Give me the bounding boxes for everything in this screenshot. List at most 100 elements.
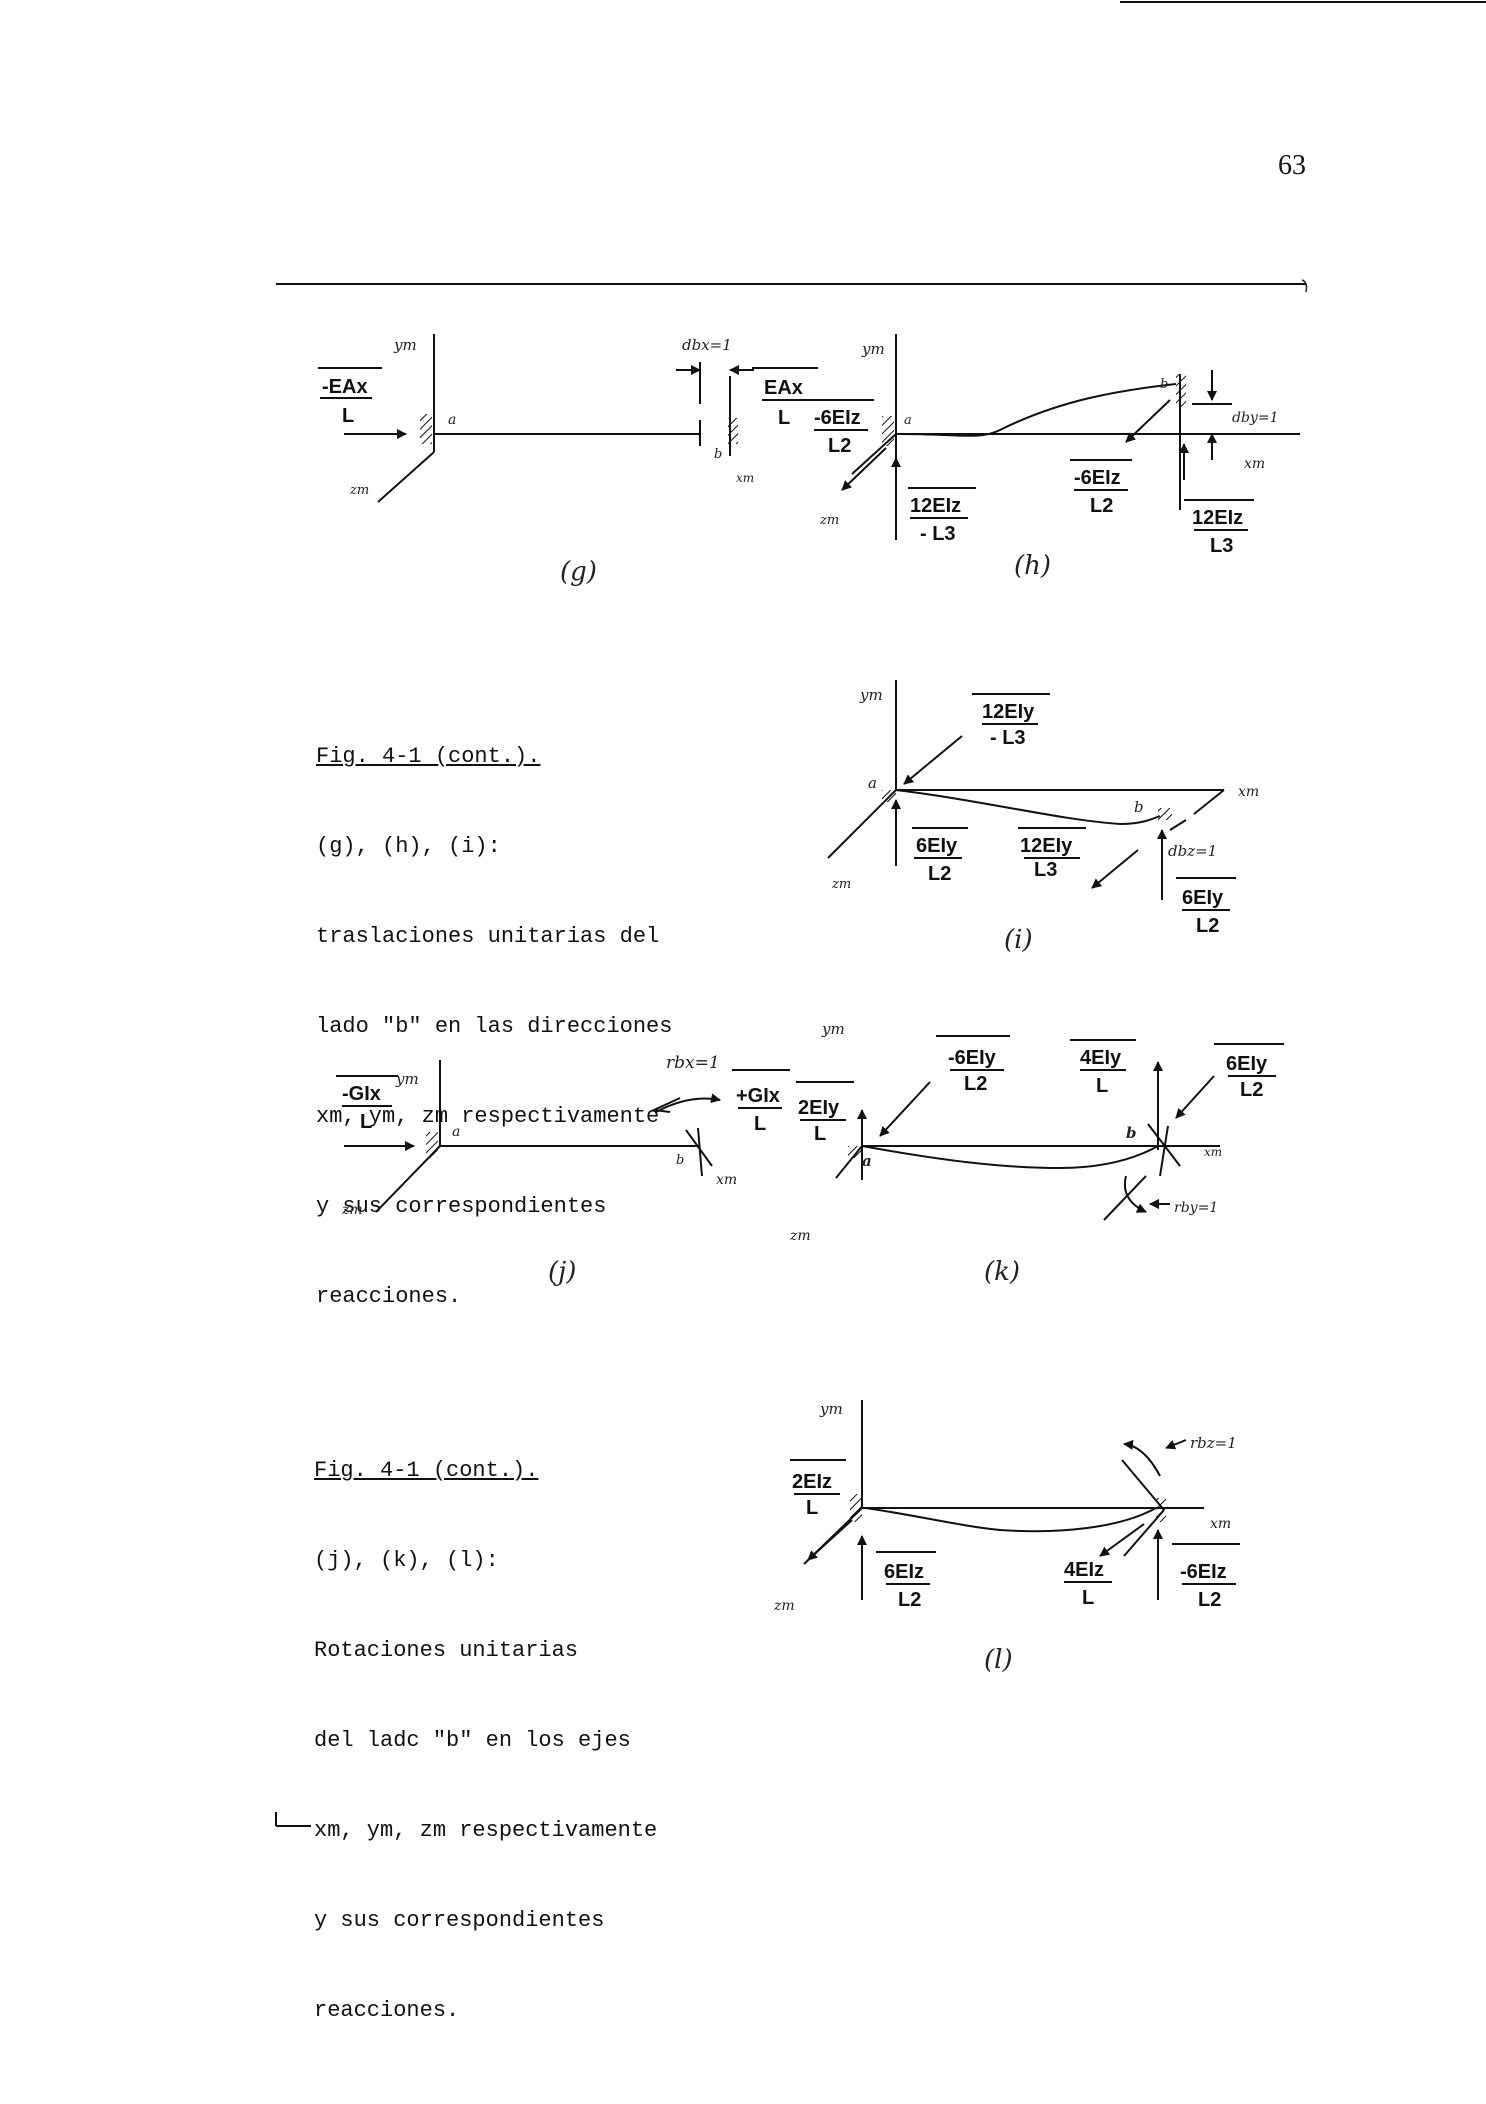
displacement-label: dbx=1	[682, 336, 732, 354]
support-hatch	[848, 1146, 862, 1158]
svg-text:L2: L2	[898, 1589, 921, 1611]
svg-text:L: L	[1096, 1075, 1108, 1097]
y-axis-label: ym	[821, 1020, 845, 1038]
svg-text:L2: L2	[828, 435, 851, 457]
svg-text:L2: L2	[928, 863, 951, 885]
figure-l: ym zm xm rbz=1 2EIz L 6EIz L2 4EIz L	[773, 1400, 1240, 1675]
svg-text:12EIz: 12EIz	[910, 495, 961, 517]
y-axis-label: ym	[861, 340, 885, 358]
term-eax: EAx L	[752, 367, 818, 429]
x-axis-label: xm	[736, 471, 754, 485]
y-axis-label: ym	[819, 1400, 843, 1418]
term-4eiz: 4EIz L	[1064, 1559, 1112, 1609]
support-hatch	[882, 790, 896, 802]
figure-label-j: (j)	[548, 1257, 576, 1287]
svg-text:4EIy: 4EIy	[1080, 1047, 1122, 1069]
end-b-label: b	[1160, 377, 1168, 392]
caption-ghi: Fig. 4-1 (cont.). (g), (h), (i): traslac…	[316, 682, 672, 1372]
caption-line: y sus correspondientes	[316, 1194, 607, 1219]
svg-text:6EIz: 6EIz	[884, 1561, 924, 1583]
svg-text:L2: L2	[1240, 1079, 1263, 1101]
svg-text:2EIz: 2EIz	[792, 1471, 832, 1493]
svg-text:6EIy: 6EIy	[1226, 1053, 1268, 1075]
figure-label-i: (i)	[1004, 925, 1033, 955]
shear-arrow-a	[879, 1081, 931, 1137]
caption-line: (j), (k), (l):	[314, 1548, 499, 1573]
displacement-label: dbz=1	[1168, 842, 1217, 860]
end-a-label: a	[448, 412, 456, 428]
end-b-label: b	[1134, 798, 1144, 816]
moment-arrow-b	[1125, 399, 1171, 443]
rotation-arrow	[1123, 1439, 1161, 1477]
svg-text:12EIy: 12EIy	[1020, 835, 1073, 857]
caption-line: reacciones.	[314, 1998, 460, 2023]
caption-line: traslaciones unitarias del	[316, 924, 660, 949]
deflected-beam	[895, 789, 1161, 826]
svg-text:12EIy: 12EIy	[982, 701, 1035, 723]
svg-text:L: L	[778, 407, 790, 429]
svg-text:-6EIy: -6EIy	[948, 1047, 997, 1069]
svg-text:L3: L3	[1034, 859, 1057, 881]
end-b-label: b	[676, 1153, 684, 1168]
end-hatch	[728, 418, 738, 444]
rotation-label: rby=1	[1174, 1200, 1218, 1216]
moment-arrow-a	[807, 1519, 853, 1561]
svg-text:-6EIz: -6EIz	[1180, 1561, 1227, 1583]
shear-arrow-b	[1175, 1075, 1215, 1119]
end-a-label: a	[452, 1124, 460, 1140]
rotation-label: rbz=1	[1190, 1434, 1237, 1452]
x-axis-label: xm	[1204, 1145, 1222, 1159]
caption-jkl: Fig. 4-1 (cont.). (j), (k), (l): Rotacio…	[314, 1396, 657, 2086]
term-6eiz: 6EIz L2	[876, 1551, 936, 1611]
deflected-beam	[865, 1507, 1157, 1533]
term-neg-gix: -GIx L	[336, 1075, 398, 1133]
z-axis-label: zm	[349, 483, 369, 498]
end-b-label: b	[1126, 1124, 1137, 1142]
page-number: 63	[1278, 150, 1306, 181]
x-axis-label: xm	[716, 1172, 737, 1188]
caption-line: lado "b" en las direcciones	[316, 1014, 673, 1039]
moment-arrow-b	[1091, 849, 1139, 889]
caption-line: y sus correspondientes	[314, 1908, 605, 1933]
y-axis-label: ym	[859, 686, 883, 704]
term-neg-6eiz-a: -6EIz L2	[812, 399, 874, 457]
moment-arrow-b	[1099, 1523, 1145, 1557]
x-axis-label: xm	[1238, 784, 1259, 800]
figure-label-l: (l)	[984, 1645, 1013, 1675]
end-b-label: b	[714, 447, 722, 462]
deflected-beam	[899, 383, 1177, 437]
z-axis-label: zm	[341, 1202, 363, 1218]
z-axis-label: zm	[819, 513, 839, 528]
caption-line: Rotaciones unitarias	[314, 1638, 579, 1663]
svg-text:L: L	[806, 1497, 818, 1519]
support-hatch	[426, 1132, 438, 1158]
svg-text:L3: L3	[1210, 535, 1233, 557]
svg-text:6EIy: 6EIy	[916, 835, 958, 857]
z-axis-label: zm	[789, 1228, 811, 1244]
svg-text:-6EIz: -6EIz	[814, 407, 861, 429]
term-gix: +GIx L	[732, 1069, 790, 1135]
svg-text:EAx: EAx	[764, 377, 803, 399]
term-12eiy-a: 12EIy - L3	[972, 693, 1050, 749]
rotation-arrow	[1124, 1175, 1147, 1213]
svg-text:L2: L2	[964, 1073, 987, 1095]
svg-text:-EAx: -EAx	[322, 376, 368, 398]
svg-text:-6EIz: -6EIz	[1074, 467, 1121, 489]
figure-label-g: (g)	[560, 557, 597, 587]
svg-text:-GIx: -GIx	[342, 1083, 381, 1105]
caption-line: reacciones.	[316, 1284, 462, 1309]
svg-text:+GIx: +GIx	[736, 1085, 780, 1107]
svg-text:L: L	[360, 1111, 372, 1133]
figure-label-h: (h)	[1014, 551, 1051, 581]
svg-text:L: L	[814, 1123, 826, 1145]
y-axis-label: ym	[393, 336, 417, 354]
term-4eiy: 4EIy L	[1070, 1039, 1136, 1097]
term-6eiy-k: 6EIy L2	[1214, 1043, 1284, 1101]
svg-text:L: L	[342, 405, 354, 427]
caption-title: Fig. 4-1 (cont.).	[316, 744, 541, 769]
caption-line: del ladc "b" en los ejes	[314, 1728, 631, 1753]
support-hatch	[420, 414, 432, 444]
end-hatch	[1158, 808, 1172, 820]
